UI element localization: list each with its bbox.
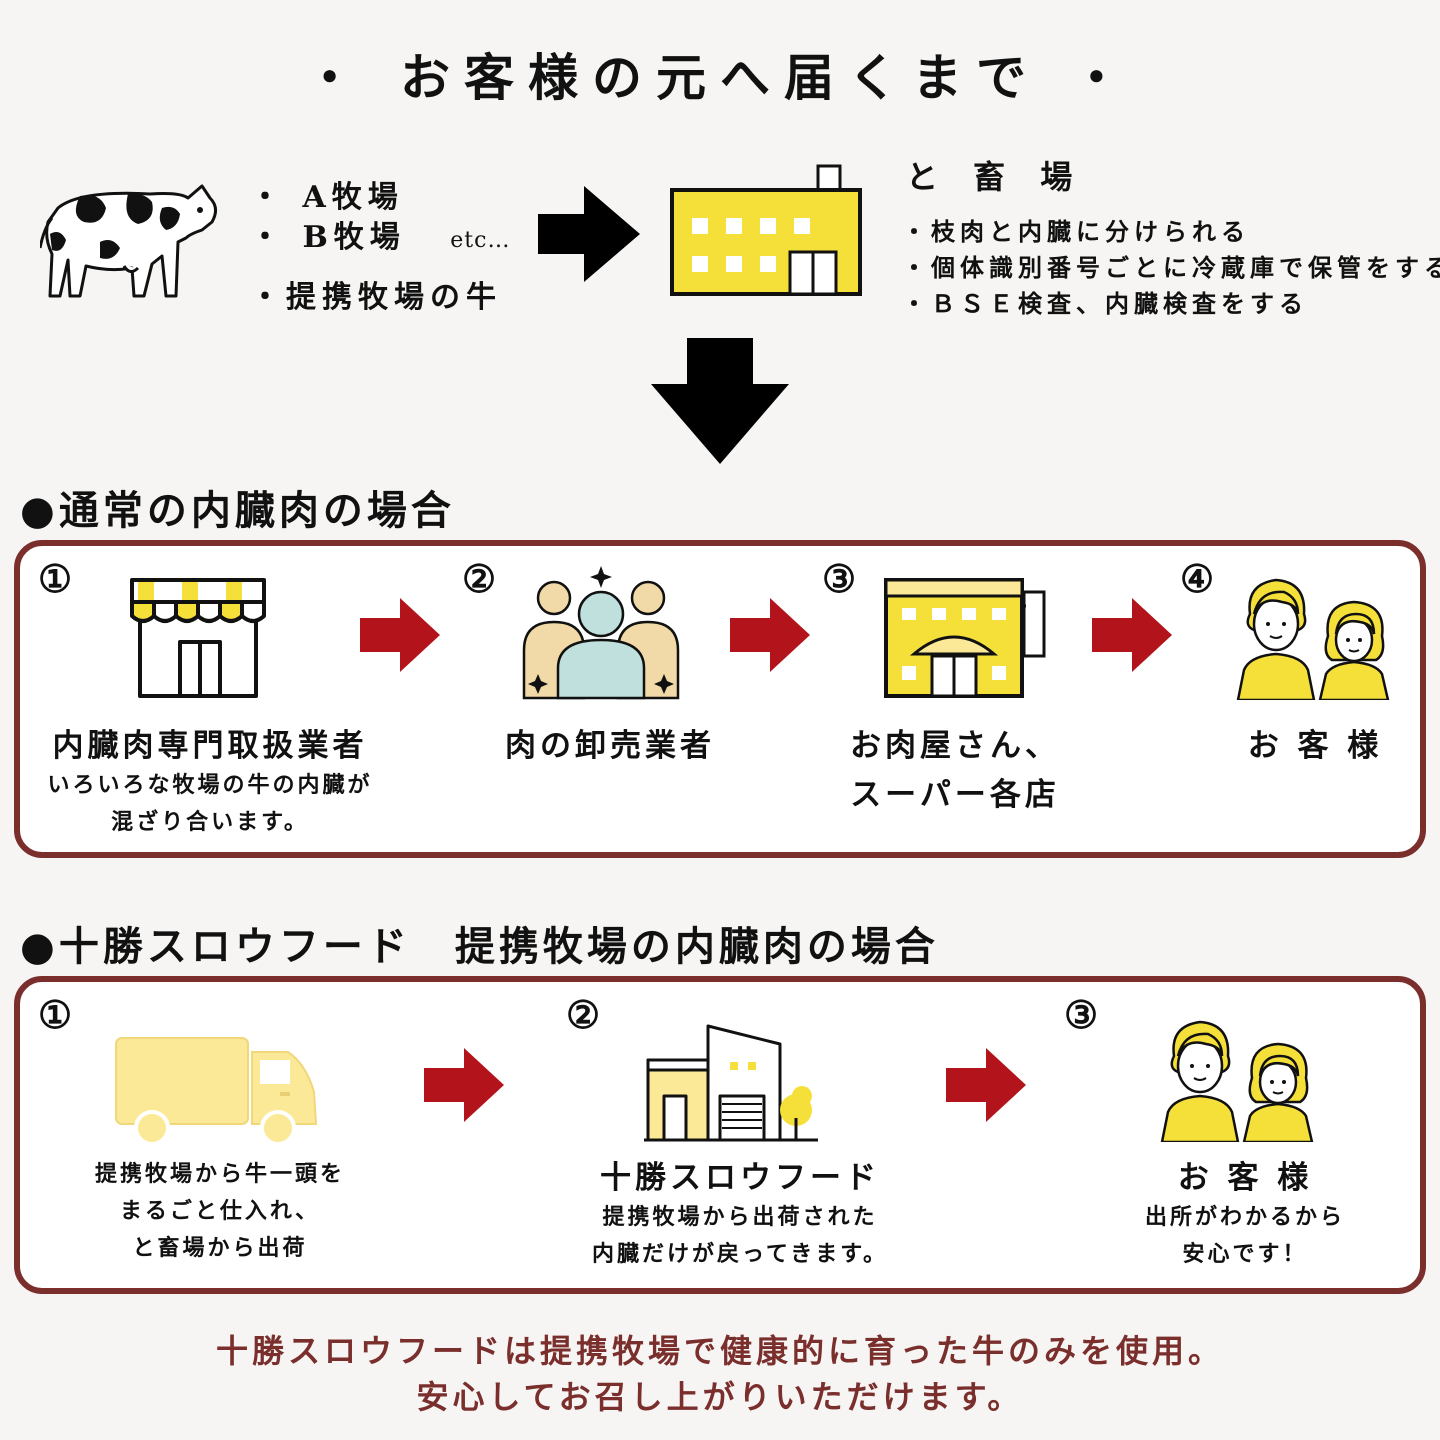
step-caption: 肉の卸売業者 (505, 728, 715, 764)
step-number: ③ (822, 556, 857, 601)
cow-icon (40, 184, 217, 298)
farm-note: ・提携牧場の牛 (250, 280, 502, 315)
facility-item: ・ＢＳＥ検査、内臓検査をする (902, 289, 1308, 318)
shop-icon (130, 578, 266, 698)
arrow-right-red-icon (424, 1048, 504, 1122)
step-caption: お 客 様 (1247, 728, 1383, 764)
step-caption: お 客 様 出所がわかるから 安心です！ (1144, 1160, 1345, 1267)
step-number: ③ (1064, 992, 1099, 1037)
tokachi-section-title: ●十勝スロウフード 提携牧場の内臓肉の場合 (20, 923, 939, 970)
step-caption: お肉屋さん、 スーパー各店 (850, 728, 1060, 813)
step-number: ② (566, 992, 601, 1037)
tokachi-store-icon (644, 1024, 818, 1142)
customers-icon (1160, 1020, 1314, 1142)
wholesaler-people-icon (522, 566, 680, 700)
step-caption: 提携牧場から牛一頭を まるごと仕入れ、 と畜場から出荷 (94, 1161, 345, 1261)
facility-item: ・枝肉と内臓に分けられる (902, 217, 1250, 246)
arrow-right-red-icon (1092, 598, 1172, 672)
step-number: ④ (1180, 556, 1215, 601)
farm-b: ・ B牧場 etc… (250, 220, 511, 255)
etc-text: etc… (450, 228, 511, 253)
footer-line: 十勝スロウフードは提携牧場で健康的に育った牛のみを使用。 (215, 1332, 1224, 1370)
step-number: ② (462, 556, 497, 601)
slaughterhouse-building-icon (670, 164, 862, 296)
arrow-right-red-icon (946, 1048, 1026, 1122)
arrow-right-red-icon (360, 598, 440, 672)
step-number: ① (38, 556, 73, 601)
footer-line: 安心してお召し上がりいただけます。 (416, 1378, 1024, 1416)
arrow-right-red-icon (730, 598, 810, 672)
butcher-shop-icon (884, 578, 1046, 698)
step-caption: 十勝スロウフード 提携牧場から出荷された 内臓だけが戻ってきます。 (591, 1160, 889, 1267)
normal-section-title: ●通常の内臓肉の場合 (20, 487, 455, 534)
facility-item: ・個体識別番号ごとに冷蔵庫で保管をする (902, 253, 1440, 282)
customers-icon (1236, 578, 1390, 700)
arrow-down-icon (651, 338, 789, 464)
arrow-right-icon (538, 186, 640, 282)
page-title: ・ お客様の元へ届くまで ・ (304, 48, 1136, 107)
step-number: ① (38, 992, 73, 1037)
truck-icon (115, 1037, 318, 1146)
step-caption: 内臓肉専門取扱業者 いろいろな牧場の牛の内臓が 混ざり合います。 (47, 728, 373, 835)
facility-title: と 畜 場 (906, 158, 1085, 196)
farm-a: ・ A牧場 (250, 180, 404, 215)
